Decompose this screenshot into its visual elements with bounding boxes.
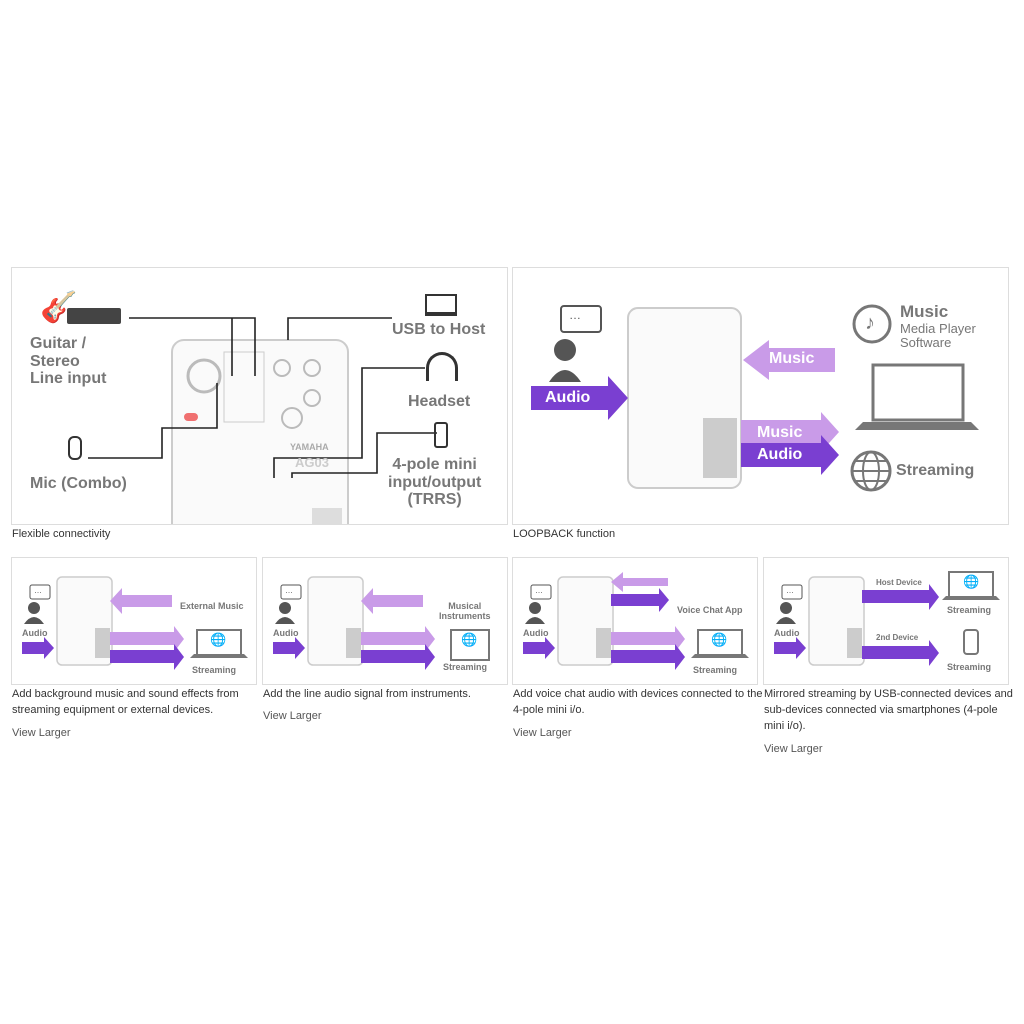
headset-label: Headset	[408, 393, 471, 410]
host-device-label: Host Device	[876, 578, 922, 587]
audio-out-label: Audio	[757, 446, 803, 463]
brand-label: YAMAHA	[290, 442, 329, 452]
gallery-caption-4: Mirrored streaming by USB-connected devi…	[764, 688, 1013, 732]
streaming-label: Streaming	[896, 462, 975, 479]
globe-icon: 🌐	[963, 574, 980, 589]
guitar-label: Guitar / Stereo Line input	[30, 335, 107, 388]
loopback-caption: LOOPBACK function	[513, 528, 616, 540]
audio-out-arrow	[741, 435, 839, 475]
dest1-label: Streaming	[947, 605, 992, 615]
loopback-arrows	[531, 304, 979, 492]
view-larger-link-4[interactable]: View Larger	[764, 743, 823, 755]
audio-label: Audio	[545, 389, 591, 406]
trrs-label: 4-pole mini input/output (TRRS)	[388, 456, 482, 509]
music-in-arrow	[743, 340, 835, 380]
loopback-diagram[interactable]: … ♪ Audio Music Music Audio Music Media …	[512, 267, 1009, 525]
globe-icon: 🌐	[210, 632, 227, 647]
keyboard-icon	[67, 308, 121, 324]
laptop-icon	[873, 365, 874, 366]
headset-icon	[426, 352, 458, 381]
user-speaking-icon: …	[34, 586, 42, 595]
source-label: Voice Chat App	[677, 605, 743, 615]
laptop-icon	[425, 294, 457, 316]
gallery-panel-3[interactable]: … 🌐 Audio Voice Chat App Streaming	[512, 557, 758, 685]
music-subtitle: Media Player Software	[900, 321, 976, 351]
view-larger-link-2[interactable]: View Larger	[263, 710, 322, 722]
globe-icon: 🌐	[711, 632, 728, 647]
view-larger-link-1[interactable]: View Larger	[12, 727, 71, 739]
usb-label: USB to Host	[392, 321, 486, 338]
gallery-panel-2[interactable]: … 🌐 Audio Musical Instruments Streaming	[262, 557, 508, 685]
audio-label: Audio	[22, 628, 48, 638]
connectivity-diagram[interactable]: 🎸 Guitar / Stereo Line input Mic (Combo)…	[11, 267, 508, 525]
audio-in-arrow	[531, 376, 628, 420]
connection-lines	[88, 317, 437, 524]
user-speaking-icon: …	[569, 308, 581, 322]
music-in-label: Music	[769, 350, 815, 367]
gallery-panel-4[interactable]: … 🌐 Audio Host Device 2nd Device Streami…	[763, 557, 1009, 685]
audio-label: Audio	[273, 628, 299, 638]
user-speaking-icon: …	[285, 586, 293, 595]
music-out-arrow	[741, 412, 839, 452]
gallery-caption-1: Add background music and sound effects f…	[12, 688, 239, 716]
model-label: AG03	[295, 455, 329, 470]
dest-label: Streaming	[693, 665, 738, 675]
music-title: Music	[900, 302, 949, 321]
mic-icon	[68, 436, 82, 460]
dest-label: Streaming	[443, 662, 488, 672]
audio-label: Audio	[774, 628, 800, 638]
phone-icon	[434, 422, 448, 448]
source-label: Musical Instruments	[439, 601, 491, 621]
gallery-caption-3: Add voice chat audio with devices connec…	[513, 688, 763, 716]
view-larger-link-3[interactable]: View Larger	[513, 727, 572, 739]
dest-label: Streaming	[192, 665, 237, 675]
gallery-caption-2: Add the line audio signal from instrumen…	[263, 688, 471, 700]
music-note-icon: ♪	[865, 312, 875, 334]
source-label: External Music	[180, 601, 244, 611]
audio-label: Audio	[523, 628, 549, 638]
mic-label: Mic (Combo)	[30, 475, 127, 492]
user-speaking-icon: …	[535, 586, 543, 595]
dest2-label: Streaming	[947, 662, 992, 672]
globe-icon: 🌐	[461, 632, 478, 647]
flow-diagram	[273, 576, 490, 670]
flow-diagram	[523, 572, 749, 670]
connectivity-caption: Flexible connectivity	[12, 528, 111, 540]
second-device-label: 2nd Device	[876, 633, 919, 642]
music-out-label: Music	[757, 424, 803, 441]
flow-diagram	[774, 571, 1000, 666]
gallery-panel-1[interactable]: … 🌐 Audio External Music Streaming	[11, 557, 257, 685]
flow-diagram	[22, 576, 248, 670]
user-speaking-icon: …	[786, 586, 794, 595]
globe-icon	[853, 453, 854, 454]
